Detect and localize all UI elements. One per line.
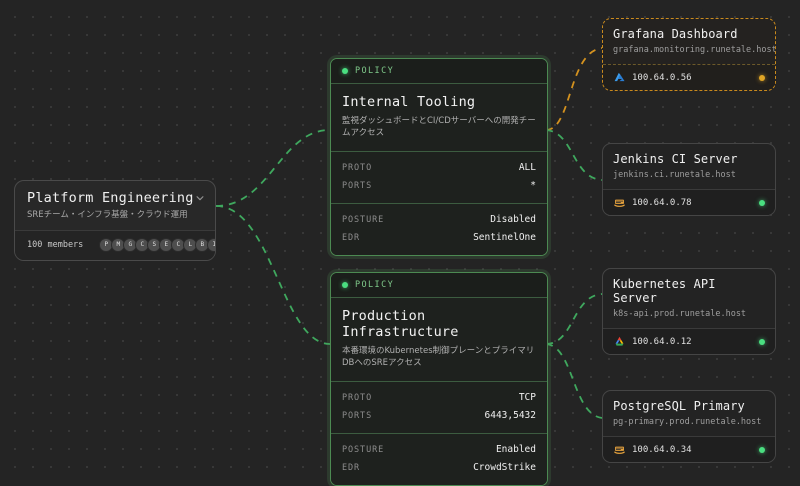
policy-kind-label: POLICY (355, 280, 395, 290)
policy-status-dot-icon (342, 68, 348, 74)
group-node-header[interactable]: Platform Engineering SREチーム・インフラ基盤・クラウド運… (15, 181, 215, 230)
device-status-dot-icon (759, 338, 765, 345)
policy-card-production-infrastructure[interactable]: POLICY Production Infrastructure 本番環境のKu… (330, 272, 548, 486)
policy-status-dot-icon (342, 282, 348, 288)
policy-attribute-row: POSTURE Enabled (342, 441, 536, 459)
device-ip-address: 100.64.0.78 (632, 197, 692, 208)
attribute-label: PROTO (342, 162, 373, 173)
policy-description: 本番環境のKubernetes制御プレーンとプライマリDBへのSREアクセス (342, 346, 535, 369)
policy-attribute-row: PORTS 6443,5432 (342, 407, 536, 425)
policy-attribute-group: PROTO TCP PORTS 6443,5432 (331, 381, 547, 433)
attribute-value: SentinelOne (473, 231, 536, 243)
policy-attribute-group: POSTURE Disabled EDR SentinelOne (331, 202, 547, 255)
policy-description: 監視ダッシュボードとCI/CDサーバーへの開発チームアクセス (342, 116, 536, 139)
device-node-footer: 100.64.0.56 (603, 64, 775, 90)
member-count-label: 100 members (27, 240, 84, 251)
attribute-label: PORTS (342, 180, 373, 191)
policy-attribute-row: POSTURE Disabled (342, 211, 536, 229)
attribute-value: CrowdStrike (473, 461, 536, 473)
chevron-down-icon[interactable] (195, 193, 205, 203)
attribute-label: EDR (342, 232, 361, 243)
attribute-label: EDR (342, 462, 361, 473)
attribute-label: PROTO (342, 392, 373, 403)
device-node-grafana-dashboard[interactable]: Grafana Dashboard grafana.monitoring.run… (602, 18, 776, 91)
device-name: PostgreSQL Primary (613, 399, 745, 413)
attribute-value: * (530, 179, 536, 191)
attribute-label: PORTS (342, 410, 373, 421)
device-status-dot-icon (759, 446, 765, 453)
device-hostname: grafana.monitoring.runetale.host (613, 45, 776, 55)
device-hostname: k8s-api.prod.runetale.host (613, 309, 747, 319)
edge-group-to-internal-tooling (215, 129, 331, 207)
edge-production-to-kubernetes (545, 293, 603, 345)
aws-icon (614, 446, 625, 454)
device-node-header: Kubernetes API Server k8s-api.prod.runet… (603, 269, 775, 328)
member-avatar-list[interactable]: PMGCSECLBIVC (99, 238, 215, 253)
device-node-header: Jenkins CI Server jenkins.ci.runetale.ho… (603, 144, 775, 189)
group-node-footer: 100 members PMGCSECLBIVC +88 (15, 230, 215, 261)
policy-card-body: Production Infrastructure 本番環境のKubernete… (331, 298, 547, 382)
device-node-header: PostgreSQL Primary pg-primary.prod.runet… (603, 391, 775, 436)
policy-card-header: POLICY (331, 59, 547, 84)
device-ip-address: 100.64.0.56 (632, 72, 692, 83)
policy-attribute-group: PROTO ALL PORTS * (331, 151, 547, 203)
edge-internal-tooling-to-grafana (545, 47, 603, 131)
gcp-icon (615, 336, 624, 346)
device-name: Kubernetes API Server (613, 277, 716, 305)
device-node-footer: 100.64.0.12 (603, 328, 775, 354)
policy-attribute-group: POSTURE Enabled EDR CrowdStrike (331, 432, 547, 485)
device-status-dot-icon (759, 74, 765, 81)
group-node-platform-engineering[interactable]: Platform Engineering SREチーム・インフラ基盤・クラウド運… (14, 180, 216, 262)
attribute-value: Enabled (495, 443, 536, 455)
device-node-footer: 100.64.0.34 (603, 436, 775, 462)
member-avatar[interactable]: I (207, 238, 215, 253)
device-node-footer: 100.64.0.78 (603, 189, 775, 215)
attribute-value: 6443,5432 (484, 409, 536, 421)
device-name: Grafana Dashboard (613, 27, 738, 41)
policy-attribute-row: PORTS * (342, 177, 536, 195)
device-node-postgresql-primary[interactable]: PostgreSQL Primary pg-primary.prod.runet… (602, 390, 776, 463)
policy-card-header: POLICY (331, 273, 547, 298)
attribute-label: POSTURE (342, 214, 385, 225)
edge-production-to-postgresql (545, 343, 603, 419)
device-name: Jenkins CI Server (613, 152, 738, 166)
device-node-kubernetes-api-server[interactable]: Kubernetes API Server k8s-api.prod.runet… (602, 268, 776, 355)
group-node-title: Platform Engineering (27, 190, 194, 206)
policy-attribute-row: EDR SentinelOne (342, 229, 536, 247)
device-node-header: Grafana Dashboard grafana.monitoring.run… (603, 19, 775, 64)
member-avatar[interactable]: M (111, 238, 126, 253)
device-node-jenkins-ci-server[interactable]: Jenkins CI Server jenkins.ci.runetale.ho… (602, 143, 776, 216)
policy-card-body: Internal Tooling 監視ダッシュボードとCI/CDサーバーへの開発… (331, 84, 547, 152)
policy-name: Internal Tooling (342, 94, 476, 110)
edge-group-to-production-infrastructure (215, 205, 331, 345)
edge-internal-tooling-to-jenkins (545, 129, 603, 181)
attribute-label: POSTURE (342, 444, 385, 455)
azure-icon (614, 72, 625, 82)
policy-attribute-row: PROTO ALL (342, 159, 536, 177)
device-hostname: jenkins.ci.runetale.host (613, 170, 736, 180)
policy-kind-label: POLICY (355, 66, 395, 76)
device-ip-address: 100.64.0.34 (632, 444, 692, 455)
aws-icon (614, 199, 625, 207)
device-status-dot-icon (759, 199, 765, 206)
attribute-value: Disabled (490, 213, 536, 225)
attribute-value: ALL (518, 161, 536, 173)
device-hostname: pg-primary.prod.runetale.host (613, 417, 762, 427)
policy-attribute-row: PROTO TCP (342, 389, 536, 407)
policy-attribute-row: EDR CrowdStrike (342, 459, 536, 477)
group-node-subtitle: SREチーム・インフラ基盤・クラウド運用 (27, 210, 188, 221)
attribute-value: TCP (518, 391, 536, 403)
member-avatar[interactable]: E (159, 238, 174, 253)
device-ip-address: 100.64.0.12 (632, 336, 692, 347)
policy-card-internal-tooling[interactable]: POLICY Internal Tooling 監視ダッシュボードとCI/CDサ… (330, 58, 548, 256)
policy-name: Production Infrastructure (342, 308, 459, 340)
member-avatar[interactable]: C (135, 238, 150, 253)
